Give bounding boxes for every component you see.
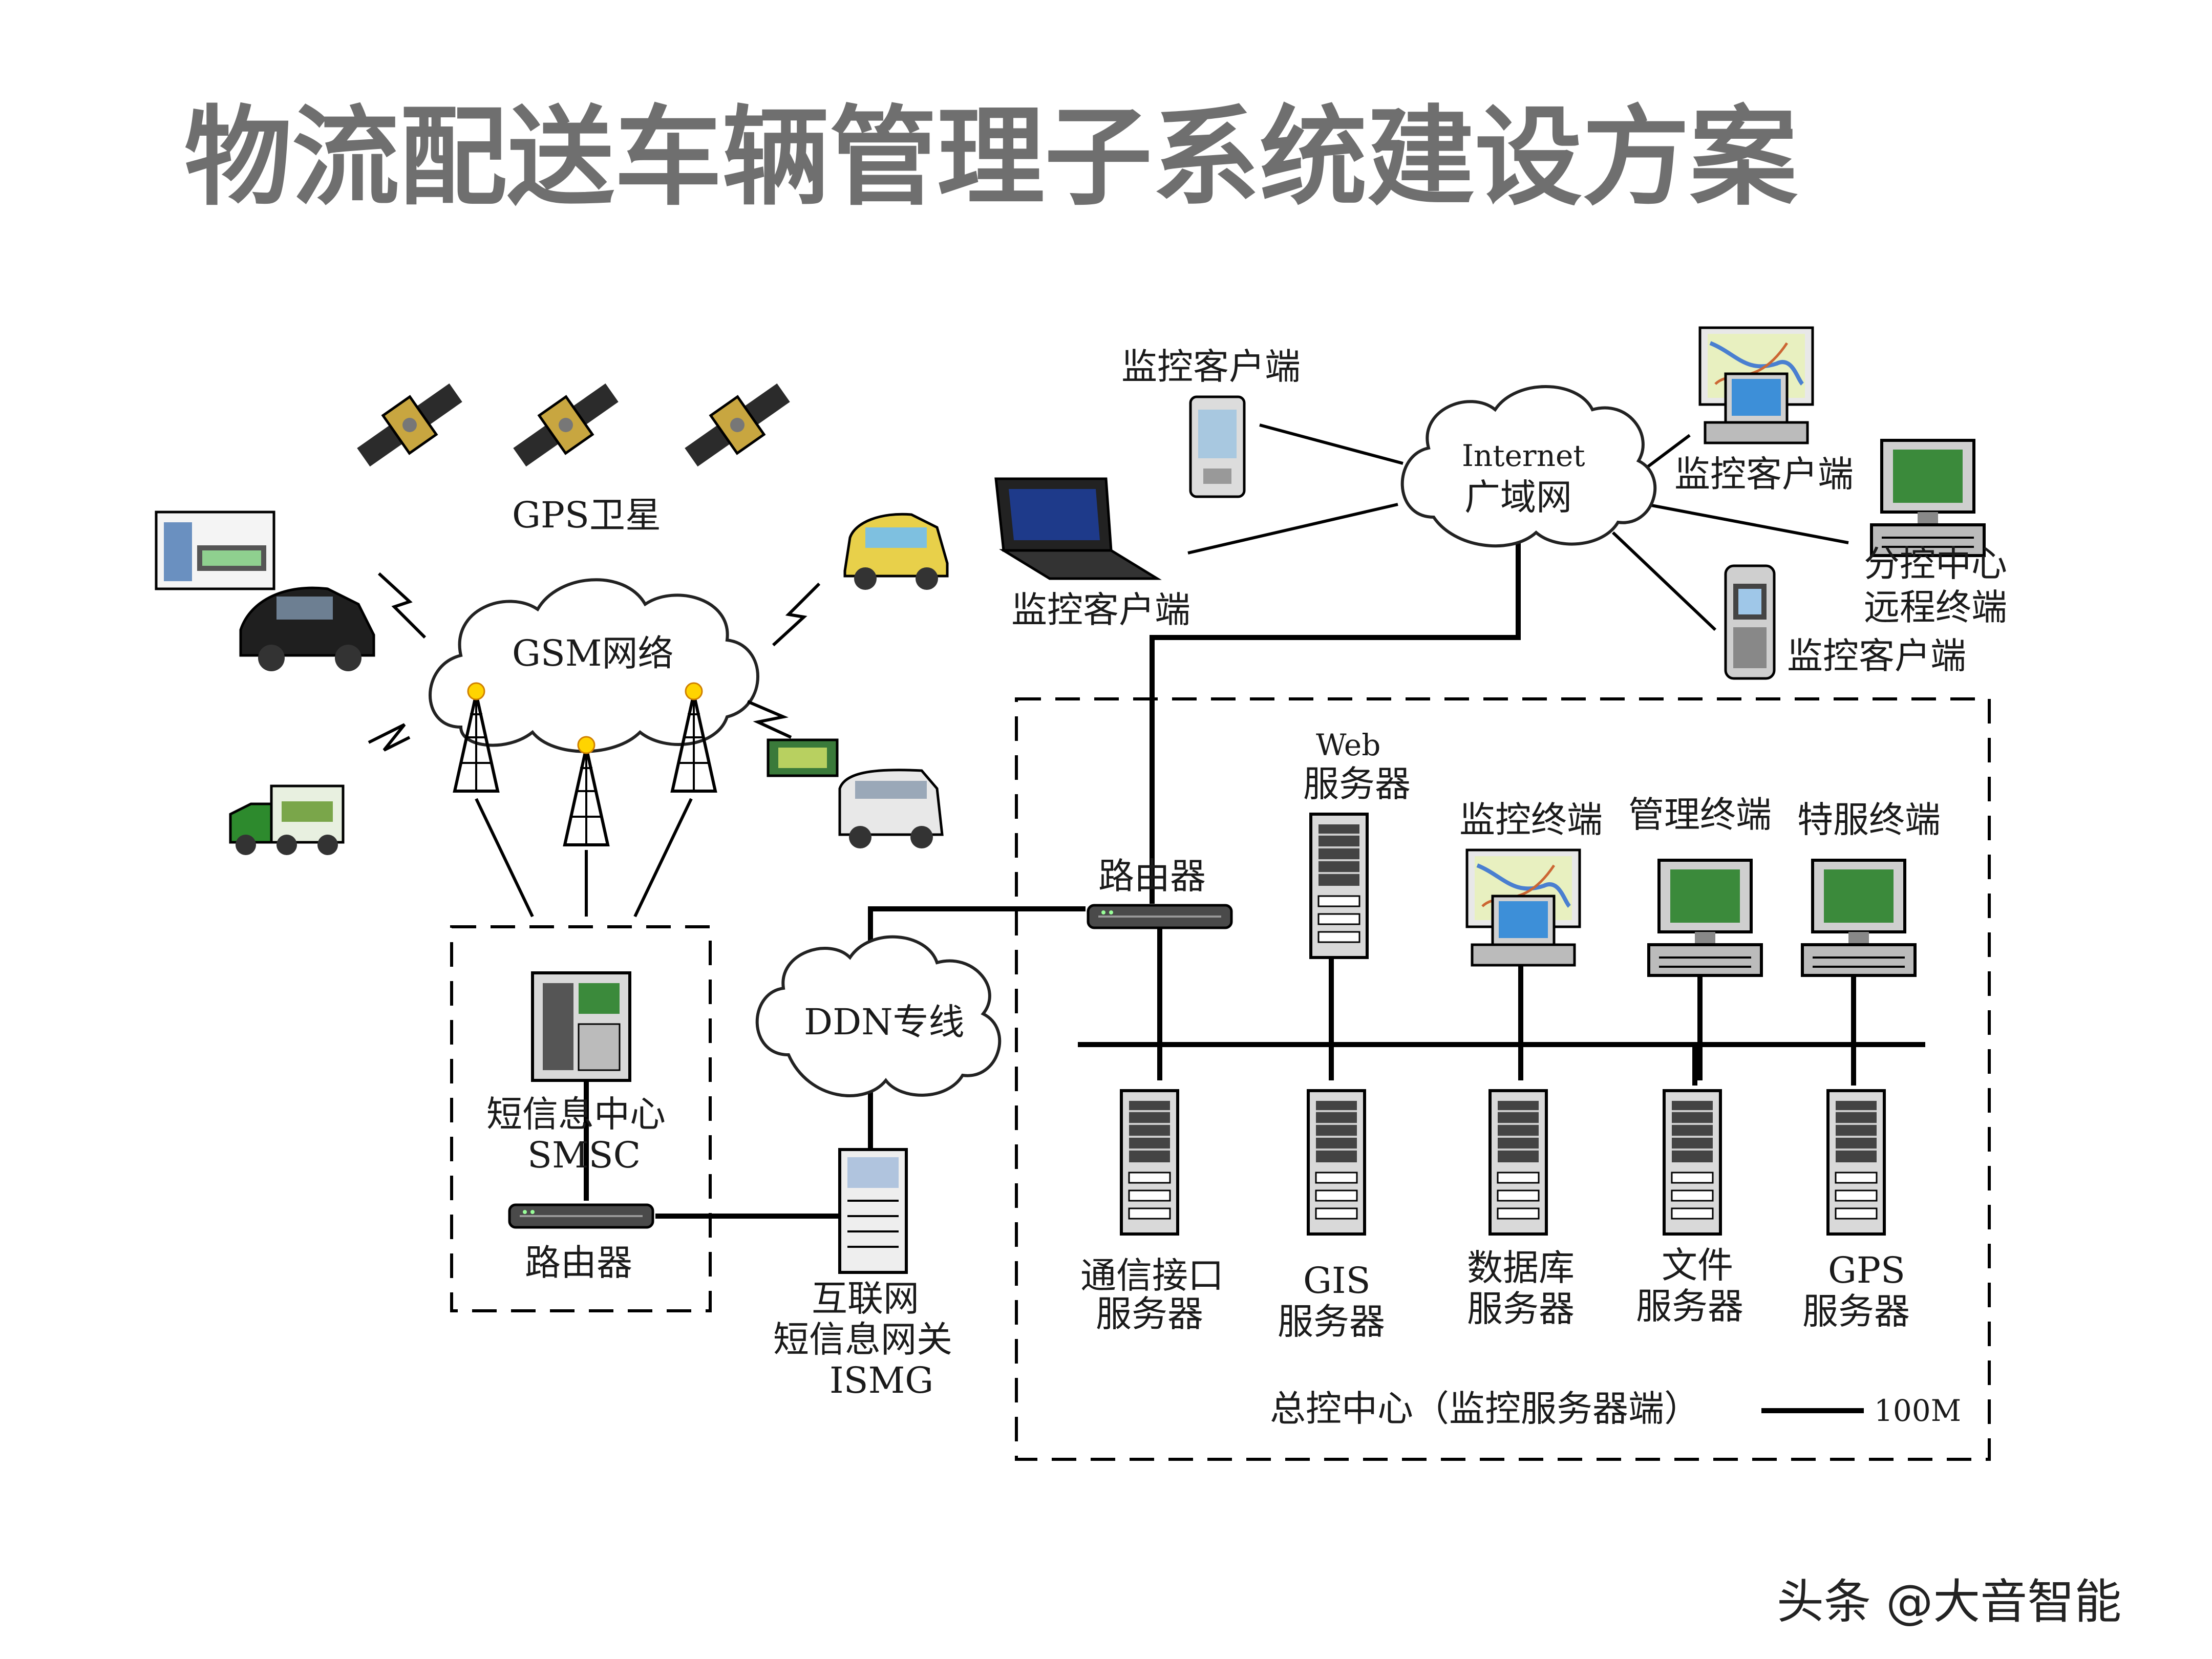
web-label-1: Web: [1316, 728, 1380, 762]
srv-file-label-1: 文件: [1662, 1244, 1733, 1286]
gps-device-icon: [155, 511, 275, 590]
ismg-label-1: 互联网: [812, 1278, 919, 1320]
gis-server-icon: [1308, 1091, 1365, 1234]
ddn-cloud: [755, 935, 1002, 1097]
client-phone-label: 监控客户端: [1787, 635, 1966, 677]
srv-db-label-1: 数据库: [1467, 1247, 1575, 1289]
srv-gis-label-2: 服务器: [1278, 1301, 1385, 1343]
gps-server-icon: [1828, 1091, 1884, 1234]
car-icon: [239, 586, 375, 671]
gsm-tower-icon: [565, 737, 608, 845]
mobile-phone-icon: [1724, 564, 1776, 680]
link-client-phone: [1611, 531, 1717, 631]
router-top-icon: [1088, 905, 1231, 928]
smsc-server-icon: [531, 971, 631, 1082]
gsm-network-label: GSM网络: [512, 632, 674, 674]
client-right-label: 监控客户端: [1674, 453, 1854, 495]
branch-label-1: 分控中心: [1864, 543, 2007, 585]
srv-comm-label-1: 通信接口: [1080, 1254, 1224, 1296]
signal-icon: [747, 700, 792, 739]
special-terminal-icon: [1802, 860, 1915, 975]
srv-comm-label-2: 服务器: [1096, 1293, 1203, 1335]
term-manage-label: 管理终端: [1628, 794, 1772, 836]
satellite-icon: [513, 384, 618, 466]
link-tower1-smsc: [475, 798, 534, 918]
control-center-dashed-box: [1015, 697, 1991, 1461]
internet-label: Internet: [1462, 438, 1585, 473]
control-center-label: 总控中心（监控服务器端）: [1270, 1388, 1700, 1430]
link-client-laptop: [1187, 503, 1398, 555]
ismg-server-icon: [838, 1148, 908, 1274]
client-top-label: 监控客户端: [1121, 346, 1301, 388]
satellite-icon: [685, 384, 790, 466]
srv-gps-label-1: GPS: [1828, 1249, 1905, 1291]
smsc-cn-label: 短信息中心: [486, 1093, 666, 1135]
client-laptop-label: 监控客户端: [1011, 589, 1190, 631]
term-monitor-label: 监控终端: [1459, 799, 1603, 841]
manage-terminal-icon: [1649, 860, 1761, 975]
van-icon: [843, 513, 949, 590]
link-router-internet: [1150, 543, 1521, 904]
internet-cloud: [1400, 385, 1657, 548]
gps-satellite-label: GPS卫星: [512, 494, 661, 536]
smsc-en-label: SMSC: [527, 1134, 641, 1176]
link-client-top: [1259, 423, 1403, 465]
router-top-label: 路由器: [1098, 855, 1206, 897]
signal-icon: [377, 572, 427, 639]
signal-icon: [772, 582, 821, 647]
srv-gps-label-2: 服务器: [1802, 1290, 1910, 1332]
legend-label: 100M: [1874, 1393, 1961, 1428]
link-branch: [1646, 503, 1849, 544]
router-left-label: 路由器: [525, 1242, 632, 1284]
signal-icon: [368, 723, 411, 752]
wan-label: 广域网: [1464, 476, 1572, 518]
satellite-icon: [357, 384, 462, 466]
comm-server-icon: [1121, 1091, 1178, 1234]
map-monitor-icon: [1700, 328, 1813, 443]
srv-file-label-2: 服务器: [1636, 1285, 1743, 1327]
smsc-dashed-box: [450, 925, 712, 1312]
web-label-2: 服务器: [1303, 763, 1411, 805]
laptop-icon: [994, 477, 1162, 580]
web-server-icon: [1311, 814, 1367, 958]
file-server-icon: [1664, 1091, 1720, 1234]
ddn-label: DDN专线: [804, 1001, 965, 1043]
srv-gis-label-1: GIS: [1303, 1260, 1371, 1302]
page-title: 物流配送车辆管理子系统建设方案: [184, 97, 1798, 218]
workstation-icon: [1871, 440, 1984, 556]
router-left-icon: [509, 1205, 653, 1227]
term-special-label: 特服终端: [1797, 799, 1941, 841]
srv-db-label-2: 服务器: [1467, 1288, 1575, 1330]
branch-label-2: 远程终端: [1864, 586, 2007, 628]
truck-icon: [229, 784, 345, 855]
link-tower3-smsc: [633, 798, 693, 918]
gps-receiver-icon: [767, 738, 839, 777]
watermark: 头条 @大音智能: [1777, 1575, 2121, 1629]
db-server-icon: [1490, 1091, 1546, 1234]
ismg-label-2: 短信息网关: [773, 1318, 952, 1360]
minivan-icon: [838, 769, 944, 848]
pda-icon: [1189, 395, 1246, 498]
ismg-label-3: ISMG: [830, 1359, 933, 1401]
monitor-terminal-icon: [1467, 850, 1580, 965]
